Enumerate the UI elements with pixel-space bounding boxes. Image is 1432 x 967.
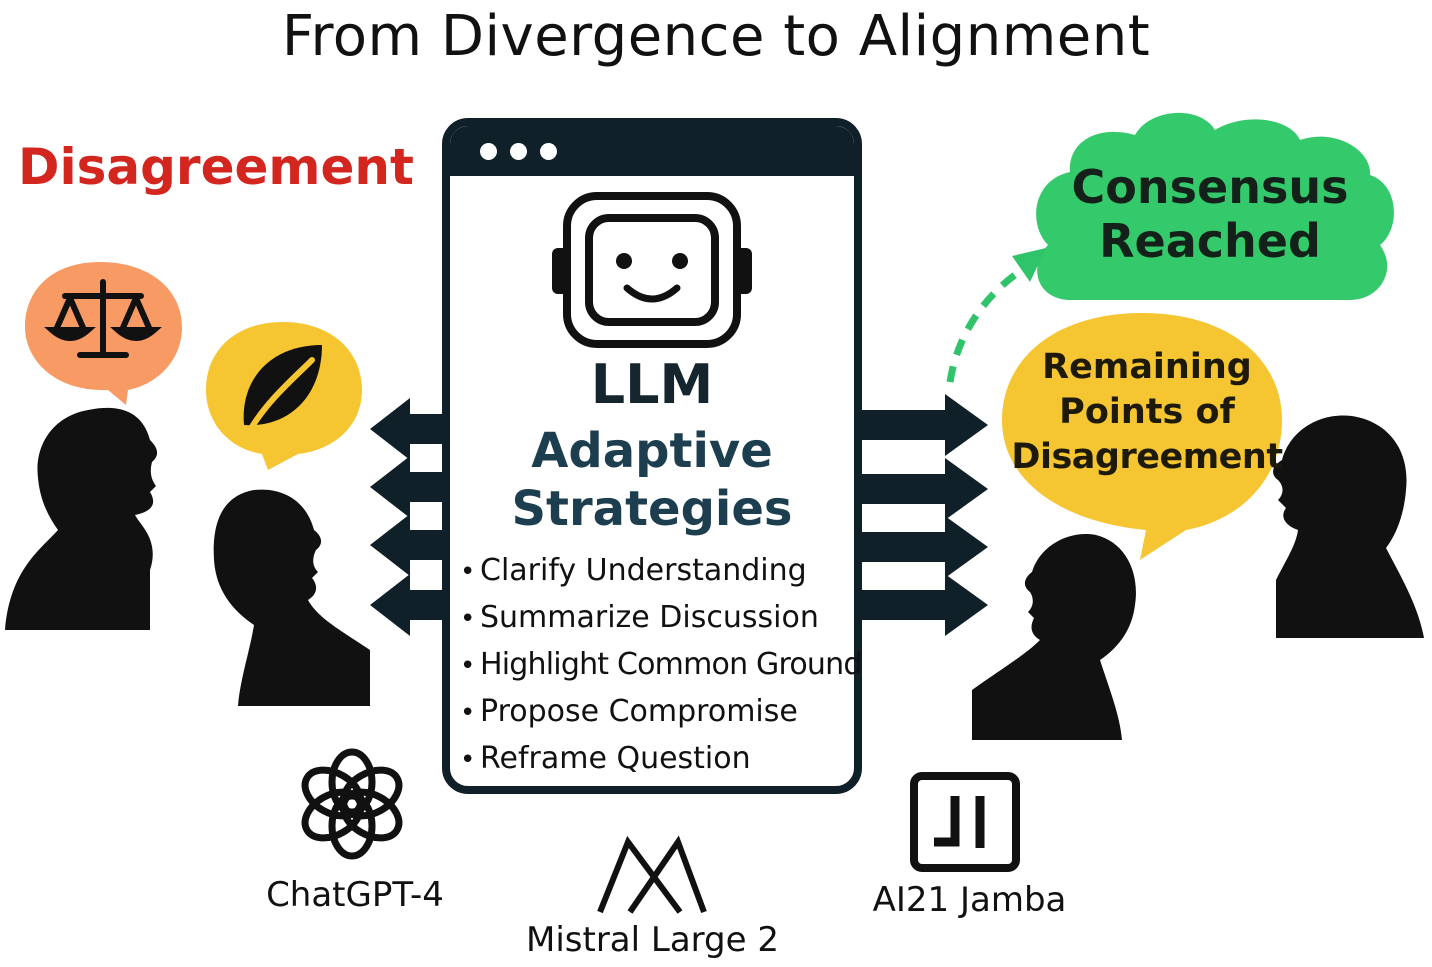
remaining-line: Disagreement (1011, 437, 1283, 477)
strategy-text: Reframe Question (480, 741, 751, 776)
mistral-mountain-icon (597, 835, 707, 914)
strategy-text: Summarize Discussion (480, 600, 819, 635)
consensus-line: Consensus (1071, 160, 1349, 214)
consensus-text: Consensus Reached (1040, 160, 1380, 268)
subheading-line: Adaptive (531, 423, 773, 479)
arrows-right (860, 394, 988, 636)
person-silhouette-right-1 (972, 534, 1136, 740)
strategy-text: Clarify Understanding (480, 553, 807, 588)
remaining-line: Remaining (1042, 347, 1252, 387)
scales-bubble (25, 262, 182, 405)
llm-window: LLM Adaptive Strategies (442, 118, 862, 794)
bullet-icon: • (460, 698, 476, 728)
page-title: From Divergence to Alignment (281, 4, 1151, 69)
list-item: •Highlight Common Ground (460, 641, 870, 688)
llm-heading: LLM (590, 353, 714, 416)
strategies-subheading: Adaptive Strategies (450, 422, 854, 538)
mistral-label: Mistral Large 2 (526, 920, 779, 960)
leaf-bubble (206, 322, 362, 470)
window-dot-icon (480, 143, 497, 160)
person-silhouette-right-2 (1273, 415, 1424, 638)
scales-icon (44, 279, 162, 358)
remaining-text: Remaining Points of Disagreement (1008, 345, 1286, 480)
strategy-text: Propose Compromise (480, 694, 798, 729)
dashed-arrow (946, 248, 1046, 383)
leaf-icon (243, 345, 322, 433)
disagreement-label: Disagreement (18, 138, 414, 196)
remaining-line: Points of (1059, 392, 1235, 432)
subheading-line: Strategies (511, 481, 793, 537)
robot-face-icon (552, 192, 752, 348)
ai21-label: AI21 Jamba (872, 880, 1067, 920)
bullet-icon: • (460, 651, 476, 681)
list-item: •Reframe Question (460, 735, 870, 782)
remaining-bubble (1002, 313, 1282, 560)
bullet-icon: • (460, 745, 476, 775)
bullet-icon: • (460, 604, 476, 634)
window-dot-icon (510, 143, 527, 160)
bullet-icon: • (460, 557, 476, 587)
person-silhouette-left-2 (213, 489, 370, 706)
window-dot-icon (540, 143, 557, 160)
list-item: •Summarize Discussion (460, 594, 870, 641)
list-item: •Clarify Understanding (460, 547, 870, 594)
chatgpt-label: ChatGPT-4 (266, 875, 444, 915)
strategy-text: Highlight Common Ground (480, 647, 862, 682)
list-item: •Propose Compromise (460, 688, 870, 735)
consensus-line: Reached (1099, 214, 1321, 268)
consensus-cloud (1036, 112, 1394, 301)
window-titlebar (450, 126, 854, 176)
ai21-square-icon (910, 772, 1020, 872)
openai-knot-icon (301, 748, 403, 860)
person-silhouette-left-1 (5, 407, 158, 630)
arrows-left (370, 398, 445, 636)
strategy-list: •Clarify Understanding •Summarize Discus… (460, 547, 870, 782)
